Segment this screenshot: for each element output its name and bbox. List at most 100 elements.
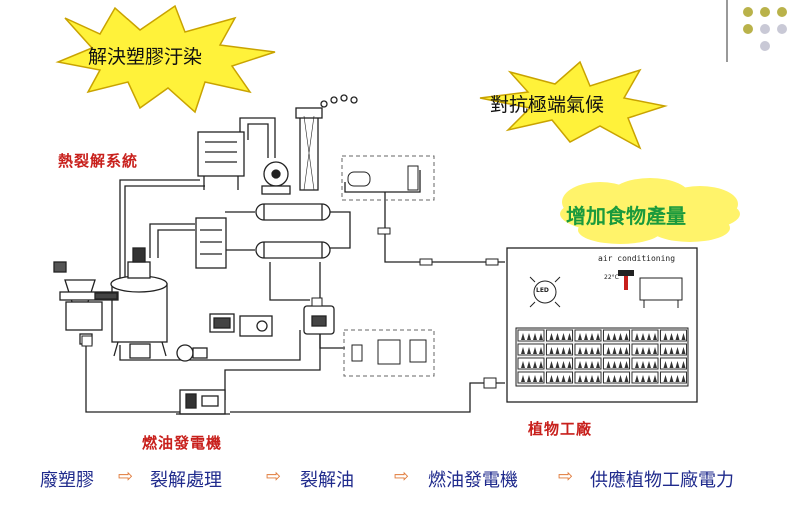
label-air-conditioning: air conditioning (598, 254, 676, 263)
rack-cell (517, 343, 545, 356)
plant-sprout-icon (669, 375, 674, 382)
label-oil-generator: 燃油發電機 (142, 434, 223, 452)
plant-sprout-icon (596, 347, 600, 354)
plant-sprout-icon (596, 361, 600, 368)
filter-box (343, 329, 435, 377)
plant-sprout-icon (539, 361, 543, 368)
plant-rack-cells (517, 329, 687, 384)
rack-cell (546, 371, 573, 384)
plant-sprout-icon (561, 333, 566, 340)
flow-step-pyrolysis: 裂解處理 (150, 470, 222, 491)
plant-sprout-icon (647, 333, 651, 340)
plant-sprout-icon (641, 361, 645, 368)
plant-sprout-icon (606, 333, 611, 340)
plant-sprout-icon (663, 375, 668, 382)
starburst-left (55, 4, 276, 114)
plant-sprout-icon (590, 361, 594, 368)
plant-sprout-icon (647, 347, 651, 354)
plant-sprout-icon (635, 361, 639, 368)
plant-sprout-icon (681, 361, 686, 368)
plant-sprout-icon (675, 375, 680, 382)
plant-sprout-icon (653, 375, 657, 382)
plant-sprout-icon (606, 347, 611, 354)
plant-sprout-icon (641, 375, 645, 382)
plant-sprout-icon (527, 333, 531, 340)
plant-sprout-icon (618, 333, 623, 340)
plant-sprout-icon (647, 375, 651, 382)
plant-sprout-icon (561, 361, 566, 368)
rack-cell (631, 357, 659, 370)
plant-factory (506, 247, 698, 403)
plant-sprout-icon (567, 347, 572, 354)
plant-sprout-icon (578, 333, 582, 340)
plant-sprout-icon (549, 333, 554, 340)
plant-sprout-icon (555, 333, 560, 340)
plant-sprout-icon (669, 333, 674, 340)
plant-sprout-icon (539, 333, 543, 340)
rack-cell (546, 343, 573, 356)
plant-sprout-icon (669, 361, 674, 368)
rack-cell (603, 329, 630, 342)
label-led: LED (536, 287, 549, 294)
plant-sprout-icon (653, 361, 657, 368)
blower-fan (261, 161, 291, 195)
grow-racks (515, 327, 689, 387)
rack-cell (517, 371, 545, 384)
condenser-column (195, 217, 227, 269)
rack-cell (660, 357, 687, 370)
rack-cell (517, 329, 545, 342)
plant-sprout-icon (590, 375, 594, 382)
control-computer (209, 313, 273, 337)
rack-cell (603, 343, 630, 356)
process-flow-bar: 廢塑膠 ⇨ 裂解處理 ⇨ 裂解油 ⇨ 燃油發電機 ⇨ 供應植物工廠電力 (0, 466, 800, 496)
corner-dots (743, 7, 787, 51)
plant-sprout-icon (533, 375, 537, 382)
plant-sprout-icon (618, 347, 623, 354)
plant-sprout-icon (567, 375, 572, 382)
rack-cell (517, 357, 545, 370)
plant-sprout-icon (624, 361, 629, 368)
flow-arrow-icon: ⇨ (118, 466, 134, 487)
plant-sprout-icon (527, 361, 531, 368)
plant-sprout-icon (533, 333, 537, 340)
plant-sprout-icon (681, 333, 686, 340)
rack-cell (603, 357, 630, 370)
plant-sprout-icon (606, 375, 611, 382)
label-plant-factory: 植物工廠 (528, 420, 593, 438)
plant-sprout-icon (549, 347, 554, 354)
junction-markers (81, 227, 499, 389)
plant-sprout-icon (647, 361, 651, 368)
plant-sprout-icon (521, 361, 525, 368)
rack-cell (631, 343, 659, 356)
rack-cell (574, 329, 602, 342)
rack-cell (574, 343, 602, 356)
starburst-right (479, 60, 668, 150)
plant-sprout-icon (624, 333, 629, 340)
burst-label-plastic-pollution: 解決塑膠汙染 (88, 46, 203, 68)
plant-sprout-icon (567, 361, 572, 368)
rack-cell (603, 371, 630, 384)
plant-sprout-icon (584, 375, 588, 382)
rack-cell (660, 371, 687, 384)
plant-sprout-icon (635, 333, 639, 340)
rack-cell (631, 371, 659, 384)
plant-sprout-icon (663, 333, 668, 340)
plant-sprout-icon (584, 333, 588, 340)
plant-sprout-icon (641, 347, 645, 354)
plant-sprout-icon (578, 347, 582, 354)
rack-cell (574, 371, 602, 384)
cloud-label-food-production: 增加食物產量 (566, 204, 686, 228)
plant-sprout-icon (590, 333, 594, 340)
plant-sprout-icon (612, 333, 617, 340)
flow-step-power-supply: 供應植物工廠電力 (590, 470, 734, 491)
plant-sprout-icon (635, 375, 639, 382)
plant-sprout-icon (612, 347, 617, 354)
plant-sprout-icon (533, 347, 537, 354)
plant-sprout-icon (561, 347, 566, 354)
chimney-stack (295, 94, 358, 191)
plant-sprout-icon (521, 375, 525, 382)
plant-sprout-icon (549, 361, 554, 368)
plant-sprout-icon (653, 333, 657, 340)
